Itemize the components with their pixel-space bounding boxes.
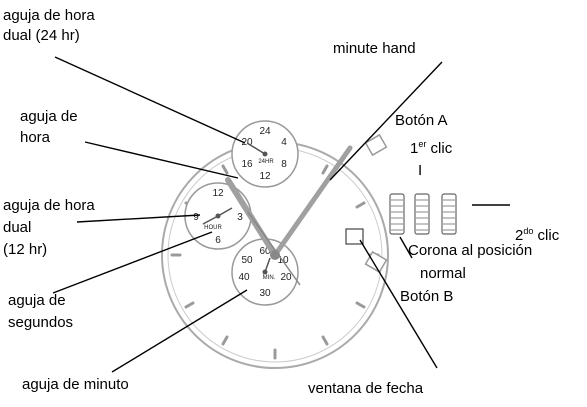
- minute-hand-shape: [272, 145, 353, 258]
- label-first-click: 1er clic: [410, 139, 453, 157]
- label-minute-hand: minute hand: [333, 40, 416, 57]
- label-button-b: Botón B: [400, 288, 453, 305]
- subdial-12hr-num-2: 6: [215, 235, 221, 246]
- subdial-24hr-num-2: 8: [281, 159, 287, 170]
- label-dual-hour-24-line1: aguja de hora: [3, 7, 95, 24]
- button-a-shape: [364, 133, 388, 157]
- subdial-24hr: 24 4 8 12 16 20 24HR: [231, 120, 299, 188]
- label-dual-hour-12-line1: aguja de hora: [3, 197, 95, 214]
- label-dual-hour-12-line3: (12 hr): [3, 241, 47, 258]
- label-hour-hand-line2: hora: [20, 129, 51, 146]
- subdial-min-num-2: 20: [280, 272, 292, 283]
- subdial-12hr-num-1: 3: [237, 212, 243, 223]
- subdial-24hr-num-0: 24: [259, 126, 271, 137]
- label-hour-hand-line1: aguja de: [20, 108, 78, 125]
- leader-lines: [52, 56, 510, 373]
- subdial-24hr-num-5: 20: [241, 137, 253, 148]
- subdial-min-num-4: 40: [238, 272, 250, 283]
- label-seconds-hand-line2: segundos: [8, 314, 73, 331]
- label-minute-hand-es: aguja de minuto: [22, 376, 129, 393]
- label-second-click: 2do clic: [515, 226, 560, 244]
- subdial-min-caption: MIN.: [263, 275, 276, 281]
- label-first-click-marker: I: [418, 162, 422, 179]
- label-dual-hour-12-line2: dual: [3, 219, 31, 236]
- label-second-click-num: 2: [515, 227, 523, 244]
- label-first-click-sup: er: [418, 139, 426, 149]
- subdial-12hr-num-0: 12: [212, 188, 224, 199]
- label-crown-normal-line1: Corona al posición: [408, 242, 532, 259]
- subdial-24hr-num-4: 16: [241, 159, 253, 170]
- label-date-window: ventana de fecha: [308, 380, 424, 397]
- label-first-click-word: clic: [426, 140, 452, 157]
- subdial-min-num-3: 30: [259, 288, 271, 299]
- subdial-minutes: 60 10 20 30 40 50 MIN.: [231, 238, 299, 306]
- subdial-min-num-0: 60: [259, 246, 271, 257]
- subdial-24hr-num-1: 4: [281, 137, 287, 148]
- label-crown-normal-line2: normal: [420, 265, 466, 282]
- crown-grip-lines: [391, 199, 455, 231]
- label-dual-hour-24-line2: dual (24 hr): [3, 27, 80, 44]
- subdial-12hr-num-3: 9: [193, 212, 199, 223]
- subdial-24hr-caption: 24HR: [258, 159, 274, 165]
- label-button-a: Botón A: [395, 112, 448, 129]
- main-hands: [225, 145, 353, 286]
- label-second-click-sup: do: [523, 226, 533, 236]
- date-window-shape: [345, 228, 364, 245]
- label-seconds-hand-line1: aguja de: [8, 292, 66, 309]
- subdial-24hr-num-3: 12: [259, 171, 271, 182]
- seconds-hand-shape: [247, 211, 301, 286]
- subdial-12hr-caption: HOUR: [204, 225, 222, 231]
- label-first-click-num: 1: [410, 140, 418, 157]
- subdial-min-num-5: 50: [241, 255, 253, 266]
- label-second-click-word: clic: [533, 227, 559, 244]
